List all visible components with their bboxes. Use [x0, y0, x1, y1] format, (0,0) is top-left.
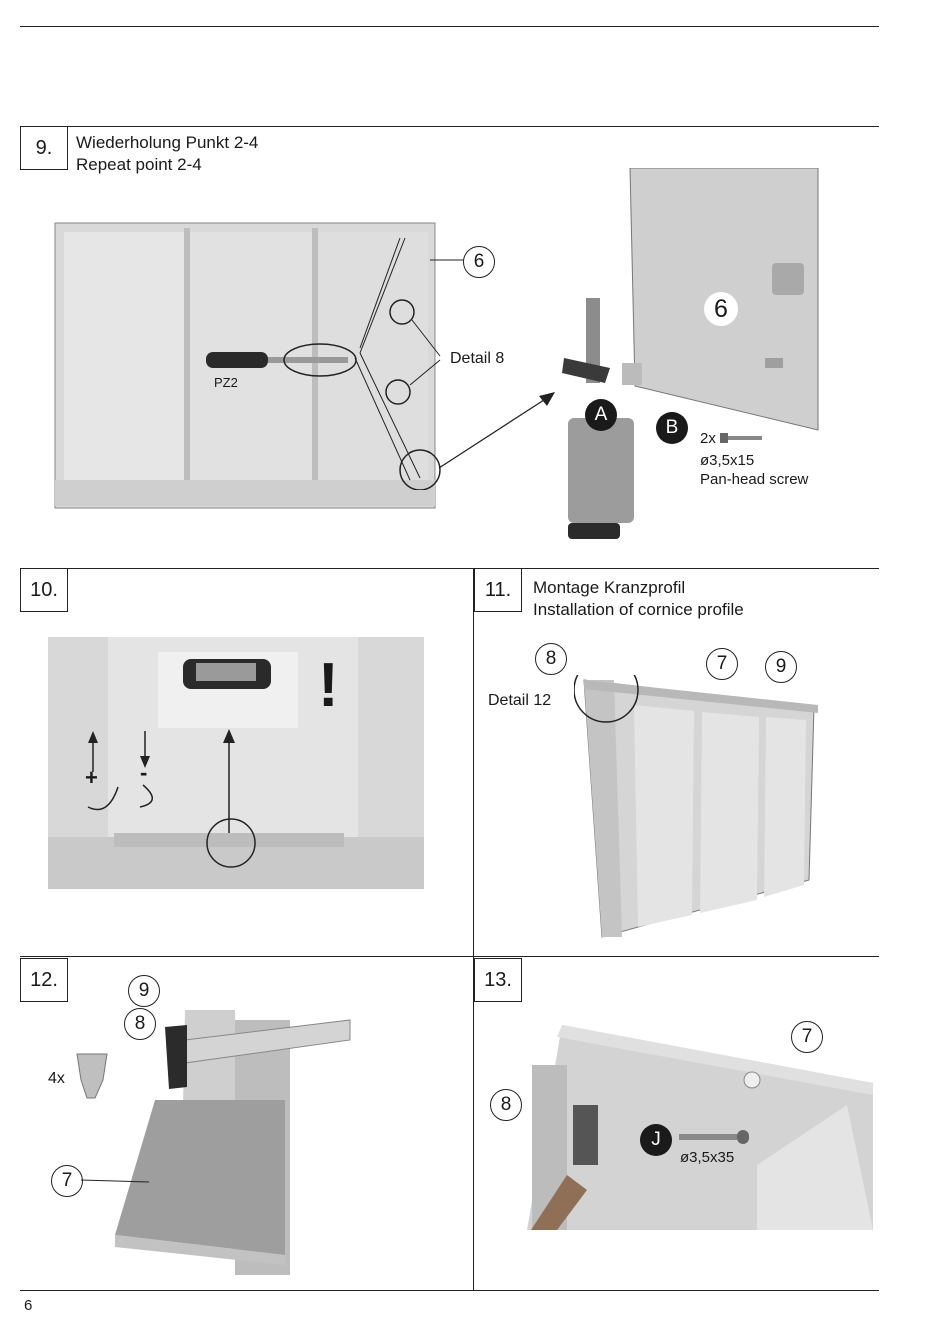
column-divider-upper	[473, 568, 474, 956]
step-11-title-de: Montage Kranzprofil	[533, 577, 685, 599]
warning-mark: !	[318, 650, 339, 721]
screw-qty: 2x	[700, 430, 716, 447]
plus-sign: +	[85, 765, 98, 791]
part-9-marker: 9	[765, 651, 797, 683]
step-12-hammer-illustration	[115, 1005, 355, 1275]
long-screw-size: ø3,5x35	[680, 1149, 734, 1166]
marker-a: A	[585, 399, 617, 431]
screw-icon	[720, 430, 766, 446]
step-10-level-illustration	[48, 637, 424, 889]
tool-label: PZ2	[214, 375, 238, 390]
step-13-part-7-marker: 7	[791, 1021, 823, 1053]
clip-icon	[73, 1050, 111, 1102]
step-12-number: 12.	[20, 958, 68, 1002]
step-12-part-9-marker: 9	[128, 975, 160, 1007]
step-9-number: 9.	[20, 126, 68, 170]
step-11-number: 11.	[474, 568, 522, 612]
panel-6-marker: 6	[704, 292, 738, 326]
column-divider-lower	[473, 956, 474, 1290]
step-10-rule	[20, 568, 879, 569]
screw-size: ø3,5x15	[700, 452, 754, 469]
long-screw-icon	[677, 1128, 749, 1146]
side-panel-6-illustration	[560, 168, 822, 548]
step-9-title-de: Wiederholung Punkt 2-4	[76, 132, 258, 154]
step-12-part-7-marker: 7	[51, 1165, 83, 1197]
step-11-cabinet-illustration	[574, 675, 826, 945]
bottom-rule	[20, 1290, 879, 1291]
leader-line-6	[430, 255, 466, 265]
step-10-number: 10.	[20, 568, 68, 612]
screwdriver-icon	[200, 342, 360, 378]
step-13-part-8-marker: 8	[490, 1089, 522, 1121]
screw-type: Pan-head screw	[700, 471, 808, 488]
step-12-rule	[20, 956, 879, 957]
part-6-marker: 6	[463, 246, 495, 278]
detail-12-label: Detail 12	[488, 692, 551, 710]
step-12-part-8-marker: 8	[124, 1008, 156, 1040]
marker-j: J	[640, 1124, 672, 1156]
detail-8-label: Detail 8	[450, 350, 504, 368]
page-number: 6	[24, 1297, 32, 1314]
step-11-title-en: Installation of cornice profile	[533, 599, 744, 621]
marker-b: B	[656, 412, 688, 444]
part-8-marker: 8	[535, 643, 567, 675]
step-9-title-en: Repeat point 2-4	[76, 154, 202, 176]
clip-quantity: 4x	[48, 1070, 65, 1088]
top-rule	[20, 26, 879, 27]
part-7-marker: 7	[706, 648, 738, 680]
minus-sign: -	[140, 760, 147, 786]
step-13-number: 13.	[474, 958, 522, 1002]
step-9-rule	[20, 126, 879, 127]
step-12-leader-7	[81, 1175, 151, 1185]
arrow-to-detail	[435, 388, 560, 473]
